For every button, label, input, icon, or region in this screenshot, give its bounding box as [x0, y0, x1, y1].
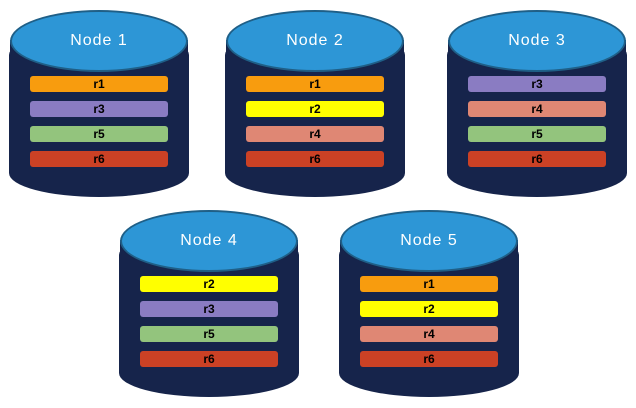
replica-bar-r4[interactable]: r4	[359, 326, 499, 342]
database-node-3[interactable]: Node 3 r3 r4 r5 r6	[448, 10, 626, 196]
replica-bar-r3[interactable]: r3	[29, 101, 169, 117]
replica-bar-r4[interactable]: r4	[245, 126, 385, 142]
replica-bar-r1[interactable]: r1	[359, 276, 499, 292]
node-label: Node 3	[508, 32, 566, 49]
replica-bar-r6[interactable]: r6	[139, 351, 279, 367]
replica-stack: r1 r2 r4 r6	[226, 76, 404, 167]
replica-bar-r4[interactable]: r4	[467, 101, 607, 117]
replica-bar-r6[interactable]: r6	[245, 151, 385, 167]
replica-bar-r2[interactable]: r2	[359, 301, 499, 317]
database-node-1[interactable]: Node 1 r1 r3 r5 r6	[10, 10, 188, 196]
replica-bar-r6[interactable]: r6	[29, 151, 169, 167]
replica-bar-r3[interactable]: r3	[467, 76, 607, 92]
replica-stack: r1 r2 r4 r6	[340, 276, 518, 367]
node-label: Node 4	[180, 232, 238, 249]
replica-bar-r1[interactable]: r1	[29, 76, 169, 92]
replica-bar-r5[interactable]: r5	[139, 326, 279, 342]
cylinder-top-cap	[10, 10, 188, 72]
replica-bar-r2[interactable]: r2	[139, 276, 279, 292]
database-node-5[interactable]: Node 5 r1 r2 r4 r6	[340, 210, 518, 396]
replica-bar-r6[interactable]: r6	[359, 351, 499, 367]
replica-bar-r2[interactable]: r2	[245, 101, 385, 117]
node-label: Node 5	[400, 232, 458, 249]
node-label: Node 1	[70, 32, 128, 49]
cylinder-top-cap	[448, 10, 626, 72]
replica-stack: r1 r3 r5 r6	[10, 76, 188, 167]
replica-stack: r2 r3 r5 r6	[120, 276, 298, 367]
cylinder-top-cap	[120, 210, 298, 272]
replica-bar-r5[interactable]: r5	[467, 126, 607, 142]
replica-bar-r5[interactable]: r5	[29, 126, 169, 142]
database-node-4[interactable]: Node 4 r2 r3 r5 r6	[120, 210, 298, 396]
replica-stack: r3 r4 r5 r6	[448, 76, 626, 167]
replica-bar-r3[interactable]: r3	[139, 301, 279, 317]
node-label: Node 2	[286, 32, 344, 49]
replica-bar-r6[interactable]: r6	[467, 151, 607, 167]
replica-bar-r1[interactable]: r1	[245, 76, 385, 92]
cylinder-top-cap	[226, 10, 404, 72]
database-node-2[interactable]: Node 2 r1 r2 r4 r6	[226, 10, 404, 196]
cylinder-top-cap	[340, 210, 518, 272]
